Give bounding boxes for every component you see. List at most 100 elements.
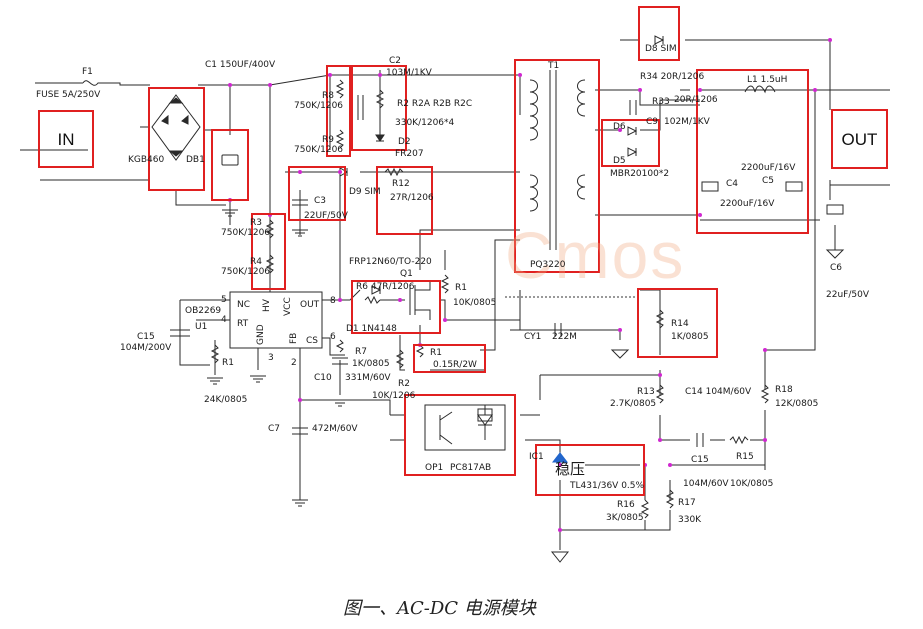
bridge-highlight <box>148 87 205 191</box>
c14-label: C14 104M/60V <box>685 387 752 397</box>
d6-ref: D6 <box>613 122 626 132</box>
c15-left-ref: C15 <box>137 332 155 342</box>
c6-ref: C6 <box>830 263 843 273</box>
r18-symbol <box>760 384 770 404</box>
r13-symbol <box>655 384 665 404</box>
pin-rt: RT <box>237 319 249 329</box>
c9-value: 102M/1KV <box>664 117 710 127</box>
r13-value: 2.7K/0805 <box>610 399 657 409</box>
c2-value: 103M/1KV <box>386 68 432 78</box>
controller-ic-body <box>229 291 323 349</box>
r17-symbol <box>665 489 675 509</box>
r4-symbol <box>265 254 275 274</box>
c7-symbol <box>292 427 308 435</box>
opto-part: PC817AB <box>450 463 492 473</box>
r33-ref: R33 <box>652 97 670 107</box>
pin-nc: NC <box>237 300 251 310</box>
pin-8: 8 <box>330 296 336 306</box>
bridge-part: KGB460 <box>128 155 165 165</box>
r6-symbol <box>364 295 381 305</box>
r14-highlight <box>637 288 718 358</box>
pin-vcc: VCC <box>283 297 293 316</box>
d8-symbol <box>654 35 665 45</box>
r3-ref: R3 <box>250 218 262 228</box>
r12-symbol <box>384 167 404 177</box>
r12-ref: R12 <box>392 179 410 189</box>
vcc-supply-highlight <box>288 166 346 221</box>
c15-left-symbol <box>170 329 190 337</box>
l1-label: L1 1.5uH <box>747 75 788 85</box>
d8-label: D8 SIM <box>645 44 677 54</box>
pin-fb: FB <box>289 332 299 344</box>
r8-symbol <box>335 79 345 99</box>
d5-symbol <box>627 147 638 157</box>
r1-left-symbol <box>210 344 220 364</box>
fuse-symbol <box>82 80 103 86</box>
t1-part: PQ3220 <box>530 260 566 270</box>
pin-out: OUT <box>300 300 320 310</box>
d9-label: D9 SIM <box>349 187 381 197</box>
c7-value: 472M/60V <box>312 424 358 434</box>
d2-ref: D2 <box>398 137 411 147</box>
fuse-value: FUSE 5A/250V <box>36 90 101 100</box>
c10-symbol <box>332 357 348 365</box>
cy1-symbol <box>554 323 562 337</box>
r2-bottom-ref: R2 <box>398 379 410 389</box>
c5-symbol <box>785 181 803 192</box>
r1-gate-value: 10K/0805 <box>453 298 497 308</box>
c10-value: 331M/60V <box>345 373 391 383</box>
cy1-ref: CY1 <box>524 332 542 342</box>
r14-ref: R14 <box>671 319 689 329</box>
components <box>82 35 844 519</box>
ic1-ref: IC1 <box>529 452 544 462</box>
lc-filter-highlight <box>696 69 809 234</box>
r2-value: 330K/1206*4 <box>395 118 455 128</box>
c5-ref: C5 <box>762 176 775 186</box>
pin-cs: CS <box>306 336 318 346</box>
d8-highlight <box>638 6 680 61</box>
mosfet-part: FRP12N60/TO-220 <box>349 257 432 267</box>
rsense-ref: R1 <box>430 348 442 358</box>
optocoupler-highlight <box>404 394 516 476</box>
c4-ref: C4 <box>726 179 739 189</box>
gate-drive-highlight <box>351 280 441 334</box>
ic-part: OB2269 <box>185 306 222 316</box>
r9-symbol <box>335 129 345 149</box>
r4-ref: R4 <box>250 257 262 267</box>
input-block: IN <box>38 110 94 168</box>
r2-bottom-value: 10K/1206 <box>372 391 416 401</box>
c3-symbol <box>292 199 308 206</box>
c6-symbol <box>826 204 844 215</box>
r15-value: 10K/0805 <box>730 479 774 489</box>
rectifier-highlight <box>601 119 660 167</box>
r1-left-value: 24K/0805 <box>204 395 248 405</box>
r8-ref: R8 <box>322 91 334 101</box>
r3-value: 750K/1206 <box>221 228 271 238</box>
rsense-value: 0.15R/2W <box>433 360 477 370</box>
r15-ref: R15 <box>736 452 754 462</box>
c10-ref: C10 <box>314 373 332 383</box>
r9-value: 750K/1206 <box>294 145 344 155</box>
optocoupler-body <box>424 404 506 451</box>
r18-ref: R18 <box>775 385 793 395</box>
figure-caption: 图一、AC-DC 电源模块 <box>343 598 536 619</box>
r8r9-highlight <box>326 65 351 157</box>
hv-start-highlight <box>251 213 286 290</box>
c3-value: 22UF/50V <box>304 211 348 221</box>
r16-value: 3K/0805 <box>606 513 644 523</box>
c15-feedback-ref: C15 <box>691 455 709 465</box>
r12-highlight <box>376 166 433 235</box>
transformer-highlight <box>514 59 600 273</box>
r17-ref: R17 <box>678 498 696 508</box>
c1-label: C1 150UF/400V <box>205 60 276 70</box>
c5-value: 2200uF/16V <box>741 163 796 173</box>
r16-ref: R16 <box>617 500 635 510</box>
c15-left-value: 104M/200V <box>120 343 172 353</box>
ic-ref: U1 <box>195 322 208 332</box>
reg-overlay-text: 稳压 <box>555 460 586 478</box>
pin-gnd: GND <box>256 324 266 345</box>
r2abc-label: R2 R2A R2B R2C <box>397 99 473 109</box>
q1-ref: Q1 <box>400 269 413 279</box>
c15-feedback-value: 104M/60V <box>683 479 729 489</box>
